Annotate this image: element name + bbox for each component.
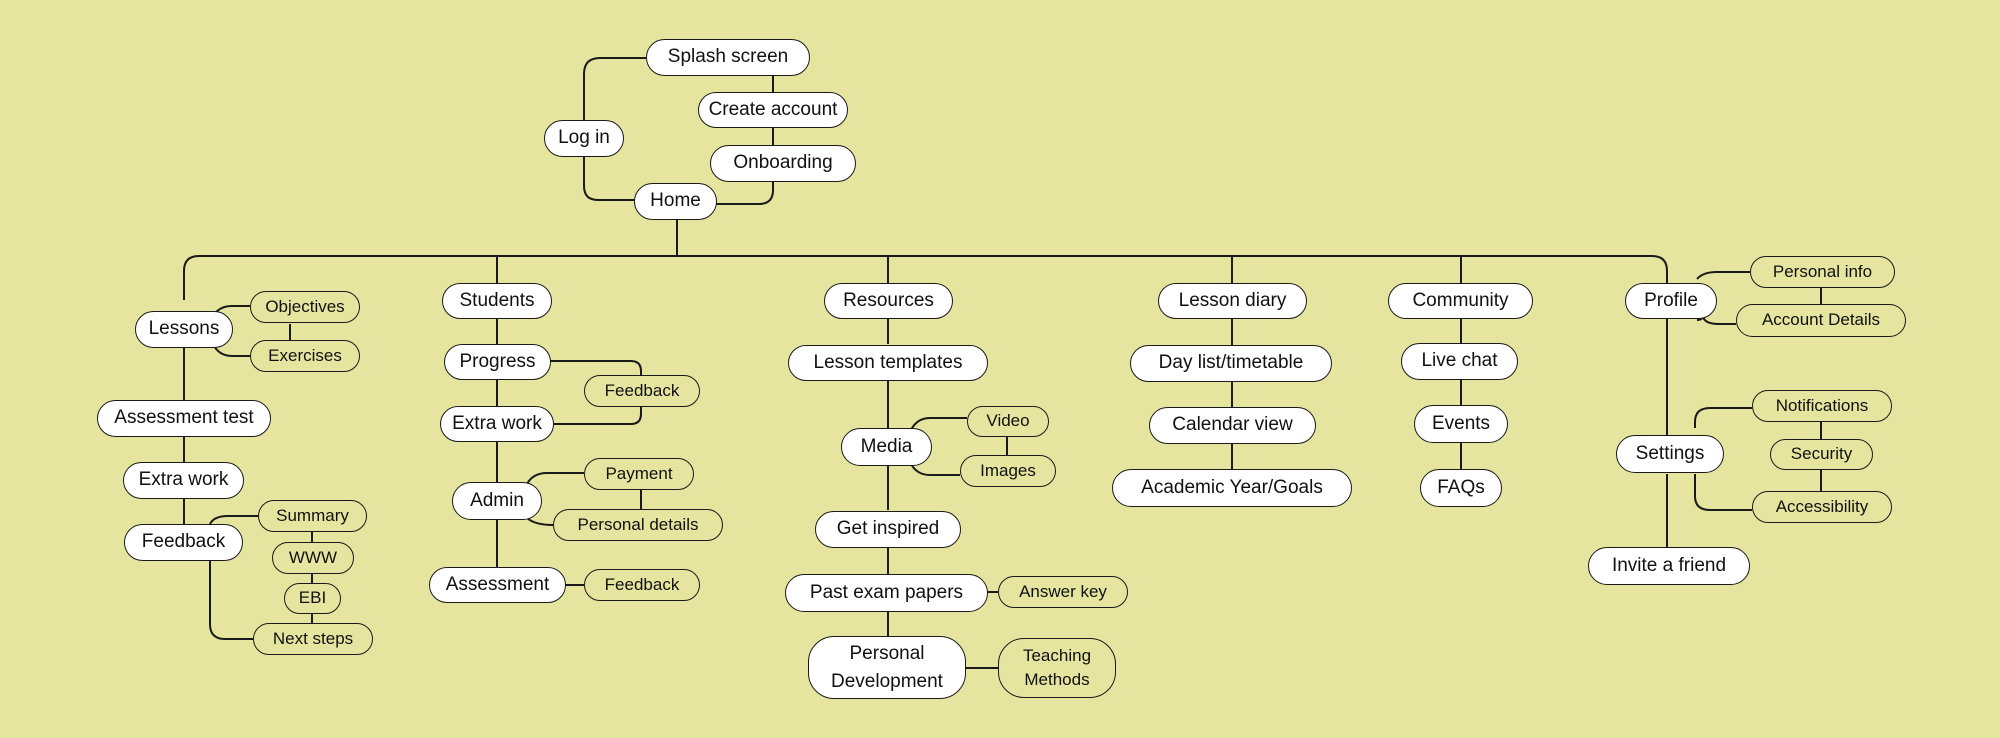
video-node: Video [967,406,1049,437]
lesson-diary-node: Lesson diary [1158,283,1307,319]
personal-development-node: Personal Development [808,636,966,699]
events-node: Events [1414,405,1508,443]
notifications-node: Notifications [1752,390,1892,422]
splash-screen-node: Splash screen [646,39,810,76]
get-inspired-node: Get inspired [815,511,961,548]
resources-node: Resources [824,283,953,319]
lessons-extra-work-node: Extra work [123,462,244,499]
security-node: Security [1770,439,1873,470]
profile-node: Profile [1625,283,1717,319]
media-node: Media [841,428,932,466]
accessibility-node: Accessibility [1752,491,1892,523]
assessment-node: Assessment [429,567,566,603]
payment-node: Payment [584,458,694,490]
students-extra-work-node: Extra work [440,406,554,442]
day-list-timetable-node: Day list/timetable [1130,345,1332,382]
calendar-view-node: Calendar view [1149,407,1316,444]
live-chat-node: Live chat [1401,343,1518,380]
invite-a-friend-node: Invite a friend [1588,547,1750,585]
objectives-node: Objectives [250,291,360,323]
log-in-node: Log in [544,120,624,157]
assessment-feedback-node: Feedback [584,569,700,601]
lessons-node: Lessons [135,311,233,348]
www-node: WWW [272,542,354,574]
community-node: Community [1388,283,1533,319]
create-account-node: Create account [698,92,848,128]
images-node: Images [960,455,1056,487]
past-exam-papers-node: Past exam papers [785,574,988,612]
answer-key-node: Answer key [998,576,1128,608]
personal-info-node: Personal info [1750,256,1895,288]
assessment-test-node: Assessment test [97,400,271,437]
admin-node: Admin [452,482,542,520]
ebi-node: EBI [284,583,341,614]
home-node: Home [634,183,717,220]
teaching-methods-node: Teaching Methods [998,638,1116,698]
students-node: Students [442,283,552,319]
progress-feedback-node: Feedback [584,375,700,407]
personal-details-node: Personal details [553,509,723,541]
academic-year-goals-node: Academic Year/Goals [1112,469,1352,507]
account-details-node: Account Details [1736,304,1906,337]
lesson-templates-node: Lesson templates [788,345,988,381]
faqs-node: FAQs [1420,469,1502,507]
progress-node: Progress [444,344,551,380]
settings-node: Settings [1616,435,1724,473]
next-steps-node: Next steps [253,623,373,655]
onboarding-node: Onboarding [710,145,856,182]
summary-node: Summary [258,500,367,532]
exercises-node: Exercises [250,340,360,372]
lessons-feedback-node: Feedback [124,524,243,561]
